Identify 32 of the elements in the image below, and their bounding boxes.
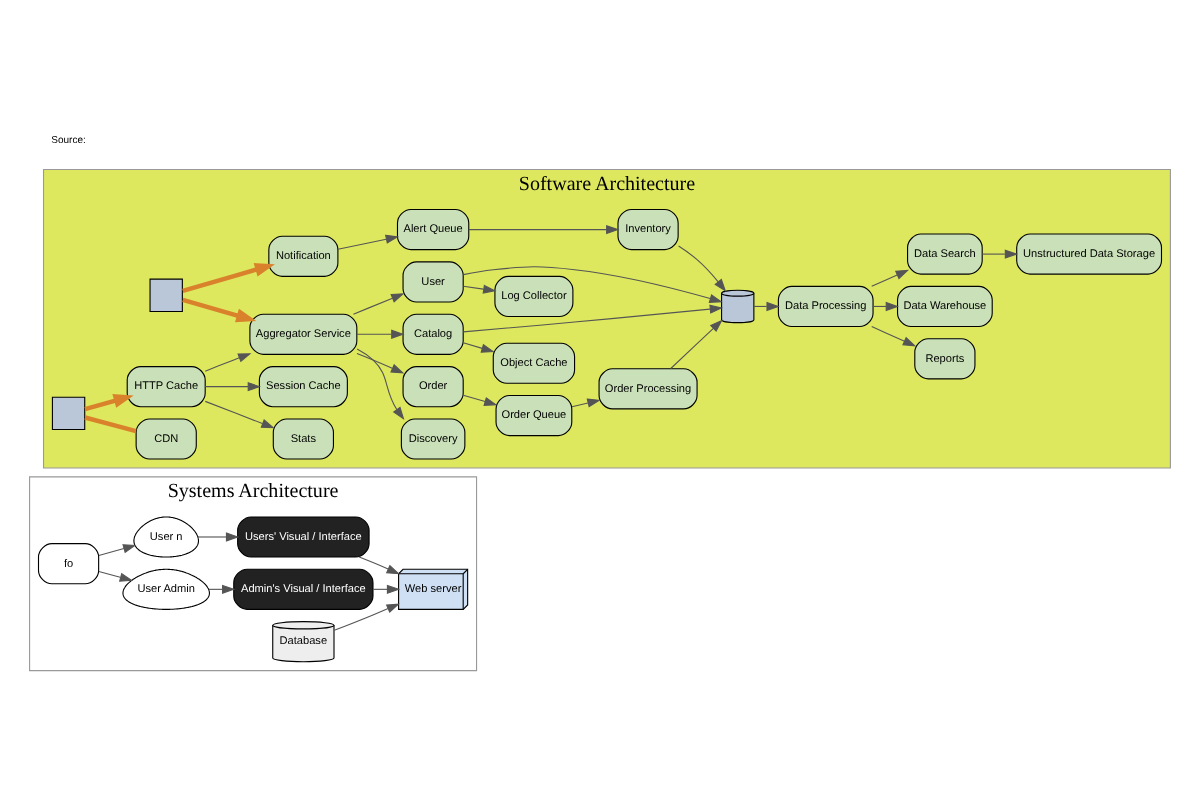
arrow <box>462 266 723 303</box>
arrow <box>333 603 400 631</box>
arrow <box>98 544 137 557</box>
arrow <box>871 269 910 287</box>
arrow <box>204 400 275 429</box>
arrow <box>462 342 495 353</box>
arrow <box>571 398 601 408</box>
arrow <box>356 352 405 374</box>
arrow <box>356 329 405 339</box>
arrow <box>468 224 620 235</box>
arrow <box>182 297 257 323</box>
connector <box>84 415 137 434</box>
arrow <box>358 556 400 575</box>
arrow <box>204 381 262 392</box>
arrow <box>356 348 405 421</box>
arrow <box>462 284 497 294</box>
arrow <box>678 245 727 292</box>
arrow <box>337 234 400 250</box>
arrow <box>98 571 134 582</box>
arrow <box>462 394 498 406</box>
arrow <box>872 301 900 312</box>
node-box <box>51 396 86 431</box>
arrow <box>670 319 723 370</box>
arrow <box>197 532 240 542</box>
arrow <box>182 263 275 293</box>
arrow <box>871 326 917 347</box>
arrow <box>204 353 252 372</box>
node-box <box>149 278 183 312</box>
arrow <box>981 249 1019 259</box>
arrow <box>352 293 405 315</box>
arrow <box>84 394 134 412</box>
arrow <box>462 304 724 333</box>
